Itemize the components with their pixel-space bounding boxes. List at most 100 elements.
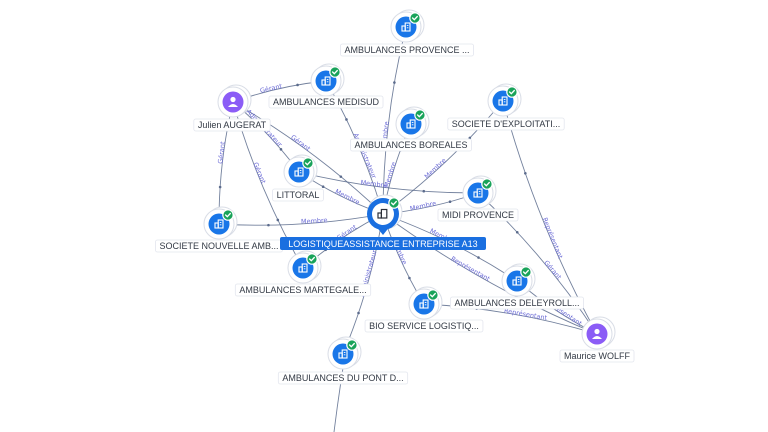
edge-label: Gérant <box>289 133 312 153</box>
node-label-box <box>193 118 271 132</box>
edge-arrow <box>276 218 280 222</box>
verified-check-icon <box>414 109 426 121</box>
edge-arrow <box>422 189 426 193</box>
node-maurice[interactable]: Maurice WOLFF <box>559 316 635 363</box>
edge-maurice-midi <box>477 192 598 335</box>
node-label: MIDI PROVENCE <box>442 210 514 220</box>
node-littoral[interactable]: LITTORAL <box>272 154 324 202</box>
building-icon <box>214 219 224 229</box>
edge-arrow <box>477 256 480 259</box>
edge-julien-center <box>232 101 384 215</box>
verified-check-icon <box>409 12 421 24</box>
edge-label: Représentant <box>541 216 565 260</box>
building-icon <box>406 119 416 129</box>
node-medisud[interactable]: AMBULANCES MEDISUD <box>268 63 384 109</box>
edge-label: Membre <box>423 157 448 181</box>
edge-arrow <box>408 276 411 280</box>
verified-check-icon <box>222 209 234 221</box>
node-label-box <box>450 296 584 310</box>
edge-arrow <box>267 223 270 227</box>
edge-label: Gérant <box>251 161 267 185</box>
node-label-box <box>268 95 384 109</box>
node-bio[interactable]: BIO SERVICE LOGISTIQ... <box>364 286 484 333</box>
verified-check-icon <box>329 66 341 78</box>
edge-arrow <box>357 311 360 315</box>
building-icon <box>419 299 429 309</box>
node-sna[interactable]: SOCIETE NOUVELLE AMB... <box>155 206 283 253</box>
node-label-box <box>340 43 474 57</box>
building-icon <box>377 208 388 219</box>
node-label-box <box>234 283 372 297</box>
edge-center-sna <box>218 213 384 226</box>
node-dupont[interactable]: AMBULANCES DU PONT D... <box>277 336 409 385</box>
node-midi[interactable]: MIDI PROVENCE <box>437 175 519 222</box>
edge-arrow <box>393 81 396 84</box>
building-icon <box>473 188 483 198</box>
building-icon <box>321 76 331 86</box>
edge-label: Gérant <box>259 82 283 95</box>
edge-littoral-midi <box>298 171 479 194</box>
node-label-box <box>559 349 635 363</box>
building-icon <box>294 167 304 177</box>
building-icon <box>498 96 508 106</box>
center-label-box <box>280 237 486 250</box>
edge-center-maurice <box>382 213 598 335</box>
node-center[interactable]: LOGISTIQUEASSISTANCE ENTREPRISE A13 <box>280 194 486 250</box>
center-pin-tail <box>375 225 391 235</box>
nodes-layer: AMBULANCES PROVENCE ... AMBULANCES MEDISU… <box>155 9 635 385</box>
node-label-box <box>272 188 324 202</box>
verified-check-icon <box>388 197 400 209</box>
node-label: Julien AUGERAT <box>198 120 267 130</box>
node-exploit[interactable]: SOCIETE D'EXPLOITATI... <box>447 83 565 131</box>
node-label: AMBULANCES MEDISUD <box>273 97 380 107</box>
verified-check-icon <box>506 86 518 98</box>
verified-check-icon <box>427 289 439 301</box>
node-label: Maurice WOLFF <box>564 351 631 361</box>
edge-label: Membre <box>409 199 437 213</box>
verified-check-icon <box>306 253 318 265</box>
building-icon <box>512 276 522 286</box>
node-label: AMBULANCES PROVENCE ... <box>344 45 469 55</box>
node-label-box <box>447 117 565 131</box>
edge-label: Gérant <box>542 259 563 282</box>
node-label-box <box>437 208 519 222</box>
node-label-box <box>350 138 472 152</box>
node-label: SOCIETE D'EXPLOITATI... <box>452 119 560 129</box>
node-label: LITTORAL <box>277 190 320 200</box>
building-icon <box>298 263 308 273</box>
edge-label: Gérant <box>216 141 227 165</box>
node-martegale[interactable]: AMBULANCES MARTEGALE... <box>234 250 372 297</box>
node-label: AMBULANCES DU PONT D... <box>282 373 403 383</box>
edge-arrow <box>345 118 348 121</box>
edge-arrow <box>218 185 222 189</box>
edge-label: Représentant <box>449 255 491 284</box>
verified-check-icon <box>346 339 358 351</box>
edge-arrow <box>515 231 519 234</box>
center-label: LOGISTIQUEASSISTANCE ENTREPRISE A13 <box>288 239 477 249</box>
node-label: AMBULANCES BOREALES <box>354 140 467 150</box>
edge-label: Membre <box>301 216 328 226</box>
node-label-box <box>277 371 409 385</box>
edge-label: Membre <box>380 121 391 148</box>
node-boreales[interactable]: AMBULANCES BOREALES <box>350 106 472 152</box>
node-julien[interactable]: Julien AUGERAT <box>193 84 271 132</box>
verified-check-icon <box>481 178 493 190</box>
edge-arrow <box>524 171 527 175</box>
node-label: SOCIETE NOUVELLE AMB... <box>159 241 278 251</box>
verified-check-icon <box>520 266 532 278</box>
building-icon <box>338 349 348 359</box>
edge-arrow <box>296 83 299 87</box>
edge-arrow <box>321 185 325 189</box>
node-label: AMBULANCES DELEYROLL... <box>454 298 579 308</box>
edge-arrow <box>339 175 343 178</box>
node-label: BIO SERVICE LOGISTIQ... <box>369 321 479 331</box>
node-label-box <box>364 319 484 333</box>
edge-arrow <box>468 136 472 140</box>
edge-arrow <box>279 148 283 151</box>
node-deleyroll[interactable]: AMBULANCES DELEYROLL... <box>450 263 584 310</box>
person-icon <box>228 96 238 107</box>
person-icon <box>592 328 602 339</box>
center-disc <box>372 203 394 225</box>
node-provence[interactable]: AMBULANCES PROVENCE ... <box>340 9 474 57</box>
